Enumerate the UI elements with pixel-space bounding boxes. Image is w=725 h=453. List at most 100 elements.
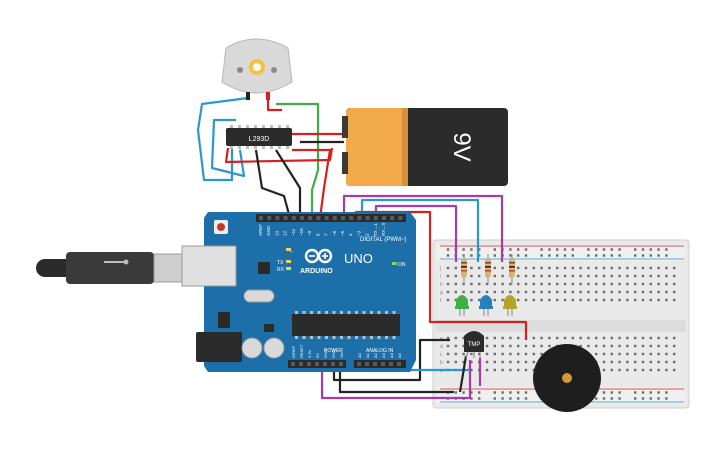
breadboard-hole xyxy=(470,290,473,294)
sensor-label: TMP xyxy=(468,342,481,348)
resistors[interactable] xyxy=(461,254,515,284)
buzzer-icon[interactable] xyxy=(533,344,601,412)
breadboard-hole xyxy=(517,298,520,302)
breadboard-hole xyxy=(649,344,652,348)
breadboard-hole xyxy=(641,397,645,400)
on-label: ON xyxy=(398,262,406,268)
breadboard-hole xyxy=(493,360,496,364)
breadboard-hole xyxy=(509,344,512,348)
breadboard-hole xyxy=(602,248,606,251)
breadboard-hole xyxy=(540,266,543,270)
breadboard-hole xyxy=(641,368,645,372)
breadboard-hole xyxy=(517,391,520,394)
leds[interactable] xyxy=(455,295,517,316)
breadboard-hole xyxy=(517,248,520,251)
breadboard-hole xyxy=(634,336,637,340)
breadboard-hole xyxy=(501,397,504,400)
breadboard-hole xyxy=(579,298,582,302)
led-base xyxy=(455,306,469,309)
breadboard-hole xyxy=(524,282,528,286)
breadboard-hole xyxy=(618,352,621,356)
breadboard-hole xyxy=(618,290,621,294)
breadboard-hole xyxy=(509,391,512,394)
power-label: POWER xyxy=(324,348,343,354)
breadboard-hole xyxy=(610,344,613,348)
breadboard-hole xyxy=(470,254,473,257)
breadboard-hole xyxy=(563,266,567,270)
motor-driver-chip[interactable]: L293D xyxy=(226,125,292,149)
led[interactable] xyxy=(456,295,468,308)
breadboard-hole xyxy=(493,282,496,286)
pin-label: 7 xyxy=(324,233,329,236)
battery[interactable]: 9V xyxy=(342,108,508,186)
breadboard-hole xyxy=(556,290,559,294)
breadboard-hole xyxy=(665,298,668,302)
pin-label: GND xyxy=(266,225,271,236)
breadboard-hole xyxy=(446,344,450,348)
breadboard-hole xyxy=(602,298,606,302)
led[interactable] xyxy=(504,295,516,308)
breadboard-hole xyxy=(454,290,457,294)
breadboard-hole xyxy=(626,368,629,372)
wire-sensor-black xyxy=(458,355,468,393)
breadboard-hole xyxy=(641,352,645,356)
breadboard-hole xyxy=(493,344,496,348)
breadboard-hole xyxy=(634,298,637,302)
pin-label: 13 xyxy=(274,230,279,236)
row-letter: b xyxy=(440,360,443,366)
arduino-logo xyxy=(304,248,333,264)
row-letter: f xyxy=(440,298,442,304)
breadboard-hole xyxy=(501,266,504,270)
breadboard-hole xyxy=(501,336,504,340)
pin-label: ~6 xyxy=(332,230,337,236)
breadboard-hole xyxy=(595,274,598,278)
breadboard-hole xyxy=(556,248,559,251)
breadboard-hole xyxy=(454,391,457,394)
breadboard-hole xyxy=(470,266,473,270)
resistor[interactable] xyxy=(461,259,467,277)
breadboard-hole xyxy=(524,352,528,356)
breadboard-hole xyxy=(517,368,520,372)
breadboard-hole xyxy=(634,248,637,251)
breadboard-hole xyxy=(548,344,551,348)
breadboard-hole xyxy=(595,266,598,270)
breadboard-hole xyxy=(462,336,465,340)
breadboard-hole xyxy=(524,298,528,302)
breadboard-hole xyxy=(540,282,543,286)
temperature-sensor[interactable]: TMP xyxy=(464,331,484,359)
breadboard-hole xyxy=(524,266,528,270)
resistor-band xyxy=(509,262,515,264)
led[interactable] xyxy=(480,295,492,308)
breadboard-hole xyxy=(462,352,465,356)
breadboard-hole xyxy=(462,344,465,348)
breadboard-hole xyxy=(485,344,489,348)
breadboard-hole xyxy=(563,298,567,302)
breadboard-hole xyxy=(673,360,676,364)
breadboard-hole xyxy=(665,248,668,251)
resistor-band xyxy=(509,270,515,272)
breadboard-hole xyxy=(470,248,473,251)
breadboard-hole xyxy=(602,274,606,278)
breadboard-hole xyxy=(610,336,613,340)
breadboard-hole xyxy=(470,368,473,372)
pin-label: IOREF xyxy=(291,345,296,358)
pin-label: RX←0 xyxy=(381,222,386,236)
breadboard-hole xyxy=(517,344,520,348)
dc-motor-icon[interactable] xyxy=(221,38,293,100)
breadboard-hole xyxy=(540,248,543,251)
pin-label: Vin xyxy=(339,352,344,358)
breadboard-hole xyxy=(673,282,676,286)
breadboard-hole xyxy=(665,254,668,257)
breadboard-hole xyxy=(587,254,590,257)
breadboard-hole xyxy=(493,298,496,302)
breadboard-hole xyxy=(657,290,660,294)
resistor[interactable] xyxy=(509,259,515,277)
breadboard-hole xyxy=(618,282,621,286)
breadboard-hole xyxy=(673,344,676,348)
pin-label: GND xyxy=(323,349,328,358)
breadboard-hole xyxy=(470,397,473,400)
breadboard-hole xyxy=(501,282,504,286)
resistor[interactable] xyxy=(485,259,491,277)
